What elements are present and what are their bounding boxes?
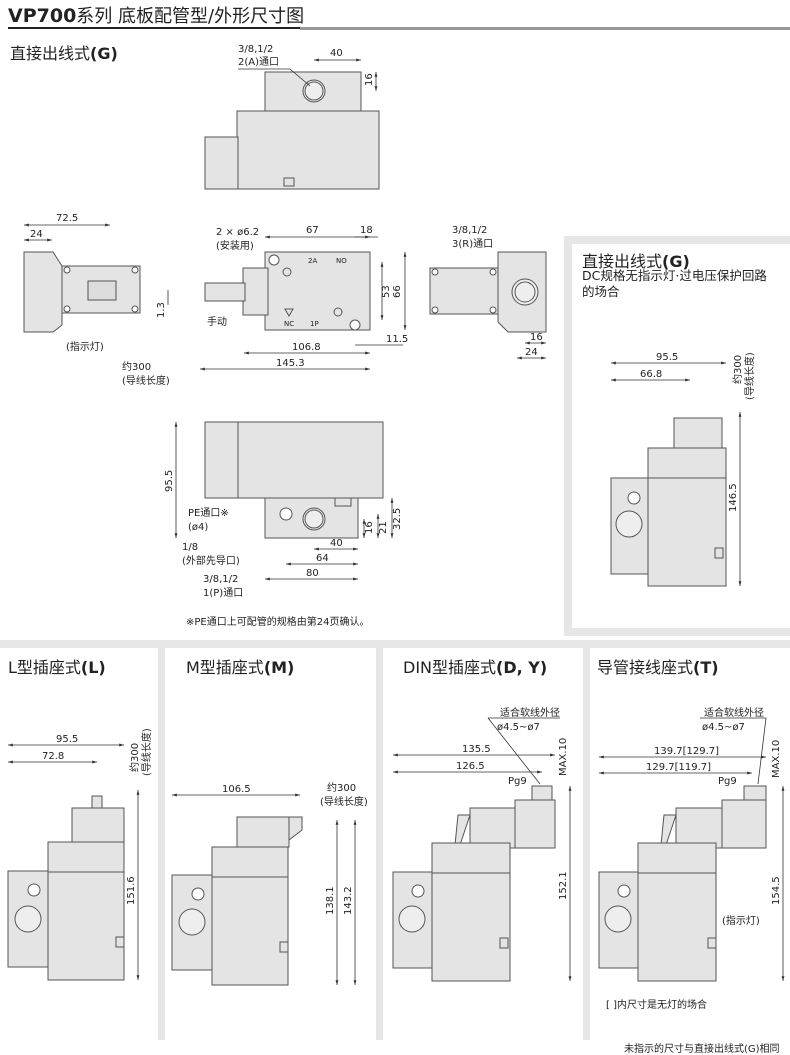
label-din-152-1: 152.1 xyxy=(558,871,569,900)
section-title-din: DIN型插座式(D, Y) xyxy=(403,658,548,677)
label-end-16: 16 xyxy=(530,332,543,343)
label-l-95-5: 95.5 xyxy=(56,734,78,745)
footnote-pe: ※PE通口上可配管的规格由第24页确认。 xyxy=(186,617,370,628)
label-pe-2: (ø4) xyxy=(188,522,208,533)
label-front-80: 80 xyxy=(306,568,319,579)
label-din-pg9: Pg9 xyxy=(508,776,527,787)
subtitle-g-dc-2: 的场合 xyxy=(582,284,620,299)
section-title-l: L型插座式(L) xyxy=(8,658,106,677)
label-gdc-95-5: 95.5 xyxy=(656,352,678,363)
label-l-lead-2: (导线长度) xyxy=(140,728,153,776)
label-manual: 手动 xyxy=(207,315,227,328)
section-title-t: 导管接线座式(T) xyxy=(597,658,719,677)
mark-no: NO xyxy=(336,257,347,265)
label-top-port-1: 3/8,1/2 xyxy=(238,44,273,55)
section-title-m: M型插座式(M) xyxy=(186,658,295,677)
label-front-16: 16 xyxy=(364,521,375,534)
label-t-154-5: 154.5 xyxy=(771,876,782,905)
label-end-port-1: 3/8,1/2 xyxy=(452,225,487,236)
front-view-valve xyxy=(204,421,384,539)
label-pilot-2: (外部先导口) xyxy=(182,554,240,567)
label-plan-145-3: 145.3 xyxy=(276,358,305,369)
mark-1p: 1P xyxy=(310,320,319,328)
label-gdc-66-8: 66.8 xyxy=(640,369,662,380)
label-top-port-2: 2(A)通口 xyxy=(238,56,279,68)
label-t-129-7: 129.7[119.7] xyxy=(646,762,711,773)
label-din-max10: MAX.10 xyxy=(558,738,569,776)
note-brackets: [ ]内尺寸是无灯的场合 xyxy=(606,1000,707,1011)
label-t-139-7: 139.7[129.7] xyxy=(654,746,719,757)
label-plan-66: 66 xyxy=(392,285,403,298)
label-plan-106-8: 106.8 xyxy=(292,342,321,353)
title-rule xyxy=(300,27,790,30)
label-din-126-5: 126.5 xyxy=(456,761,485,772)
title-series: VP700 xyxy=(8,5,77,27)
din-valve xyxy=(392,785,556,982)
label-t-max10: MAX.10 xyxy=(771,740,782,778)
label-plan-11-5: 11.5 xyxy=(386,334,408,345)
label-pilot-1: 1/8 xyxy=(182,542,198,553)
label-top-40: 40 xyxy=(330,48,343,59)
m-valve xyxy=(171,816,303,986)
label-din-cable-2: ø4.5~ø7 xyxy=(497,722,540,733)
label-gdc-lead-1: 约300 xyxy=(731,355,744,384)
end-view-valve xyxy=(429,251,547,333)
label-din-cable-1: 适合软线外径 xyxy=(500,706,560,719)
label-side-24: 24 xyxy=(30,229,43,240)
mark-nc: NC xyxy=(284,320,294,328)
label-m-138-1: 138.1 xyxy=(325,886,336,915)
label-p-1: 3/8,1/2 xyxy=(203,574,238,585)
label-din-135-5: 135.5 xyxy=(462,744,491,755)
dimension-lines xyxy=(8,58,785,985)
title-description: 系列 底板配管型/外形尺寸图 xyxy=(76,6,305,27)
label-m-106-5: 106.5 xyxy=(222,784,251,795)
dimension-labels: 3/8,1/2 2(A)通口 40 16 72.5 24 (指示灯) 1.3 约… xyxy=(30,44,782,927)
label-plan-53: 53 xyxy=(381,285,392,298)
plan-view-valve xyxy=(204,251,371,331)
label-m-lead-1: 约300 xyxy=(327,781,356,794)
label-top-16: 16 xyxy=(364,73,375,86)
label-m-lead-2: (导线长度) xyxy=(320,795,368,808)
section-title-g: 直接出线式(G) xyxy=(10,44,118,63)
top-view-valve xyxy=(204,71,380,190)
label-l-72-8: 72.8 xyxy=(42,751,64,762)
label-mount-2: (安装用) xyxy=(216,239,254,252)
label-t-indicator: (指示灯) xyxy=(722,914,760,927)
t-valve xyxy=(598,785,767,982)
title-underline xyxy=(8,27,308,29)
g-dc-valve xyxy=(610,417,727,587)
label-lead-1: 约300 xyxy=(122,360,151,373)
label-end-port-2: 3(R)通口 xyxy=(452,238,493,250)
footer-note: 未指示的尺寸与直接出线式(G)相同 xyxy=(624,1044,780,1055)
label-plan-67: 67 xyxy=(306,225,319,236)
page-title: VP700系列 底板配管型/外形尺寸图 xyxy=(8,2,304,28)
l-valve xyxy=(7,795,125,981)
label-pe-1: PE通口※ xyxy=(188,507,229,519)
mark-2a: 2A xyxy=(308,257,317,265)
label-front-40: 40 xyxy=(330,538,343,549)
label-l-151-6: 151.6 xyxy=(126,876,137,905)
label-gdc-lead-2: (导线长度) xyxy=(743,352,756,400)
label-side-1-3: 1.3 xyxy=(156,302,167,318)
label-t-cable-2: ø4.5~ø7 xyxy=(702,722,745,733)
label-lead-2: (导线长度) xyxy=(122,374,170,387)
label-front-21: 21 xyxy=(378,521,389,534)
side-view-valve xyxy=(23,251,141,333)
label-side-72-5: 72.5 xyxy=(56,213,78,224)
label-t-pg9: Pg9 xyxy=(718,776,737,787)
label-front-32-5: 32.5 xyxy=(392,508,403,530)
section-title-g-dc: 直接出线式(G) xyxy=(582,252,690,271)
label-plan-18: 18 xyxy=(360,225,373,236)
label-l-lead-1: 约300 xyxy=(128,743,141,772)
label-p-2: 1(P)通口 xyxy=(203,587,243,599)
label-front-64: 64 xyxy=(316,553,329,564)
label-t-cable-1: 适合软线外径 xyxy=(704,706,764,719)
label-end-24: 24 xyxy=(525,347,538,358)
label-front-95-5: 95.5 xyxy=(164,470,175,492)
label-side-indicator: (指示灯) xyxy=(66,340,104,353)
subtitle-g-dc-1: DC规格无指示灯·过电压保护回路 xyxy=(582,268,767,283)
label-m-143-2: 143.2 xyxy=(343,886,354,915)
label-mount-1: 2 × ø6.2 xyxy=(216,227,259,238)
label-gdc-146-5: 146.5 xyxy=(728,483,739,512)
